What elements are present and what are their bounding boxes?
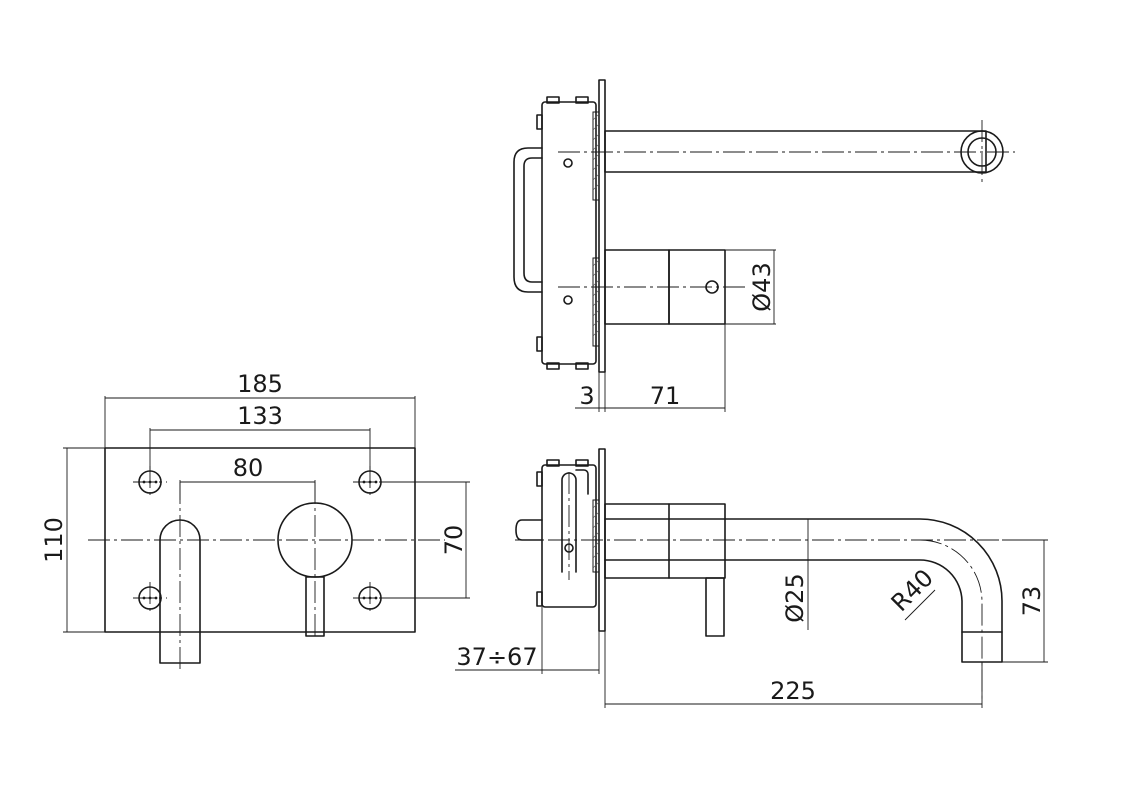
side-view: Ø25 R40 73 37÷67 225 bbox=[455, 448, 1048, 708]
side-concealed-body bbox=[541, 464, 597, 608]
front-centerlines bbox=[88, 466, 445, 670]
top-handle-loop bbox=[513, 147, 543, 293]
plate-thickness-label: 3 bbox=[579, 382, 594, 410]
vertical-spacing-70-label: 70 bbox=[440, 525, 468, 556]
top-spout-pipe bbox=[604, 130, 987, 173]
front-dimensions bbox=[63, 396, 470, 633]
spout-drop-label: 73 bbox=[1018, 586, 1046, 617]
spout-outlet bbox=[159, 519, 201, 664]
body-depth-label: 71 bbox=[650, 382, 681, 410]
bend-radius-label: R40 bbox=[886, 564, 939, 617]
top-concealed-body bbox=[541, 101, 597, 365]
top-wall-plate bbox=[598, 79, 606, 373]
axis-spacing-80-label: 80 bbox=[233, 454, 264, 482]
top-view: Ø43 3 71 bbox=[513, 79, 1015, 412]
width-185-label: 185 bbox=[237, 370, 283, 398]
wall-range-label: 37÷67 bbox=[456, 643, 537, 671]
hole-spacing-133-label: 133 bbox=[237, 402, 283, 430]
height-110-label: 110 bbox=[40, 517, 68, 563]
spout-diameter-label: Ø25 bbox=[781, 573, 809, 622]
side-spout bbox=[604, 518, 1003, 633]
side-mixer-body bbox=[604, 503, 726, 579]
front-view: 185 133 80 110 70 bbox=[40, 370, 470, 670]
spout-length-label: 225 bbox=[770, 677, 816, 705]
side-lever bbox=[705, 577, 725, 637]
body-diameter-label: Ø43 bbox=[748, 262, 776, 311]
